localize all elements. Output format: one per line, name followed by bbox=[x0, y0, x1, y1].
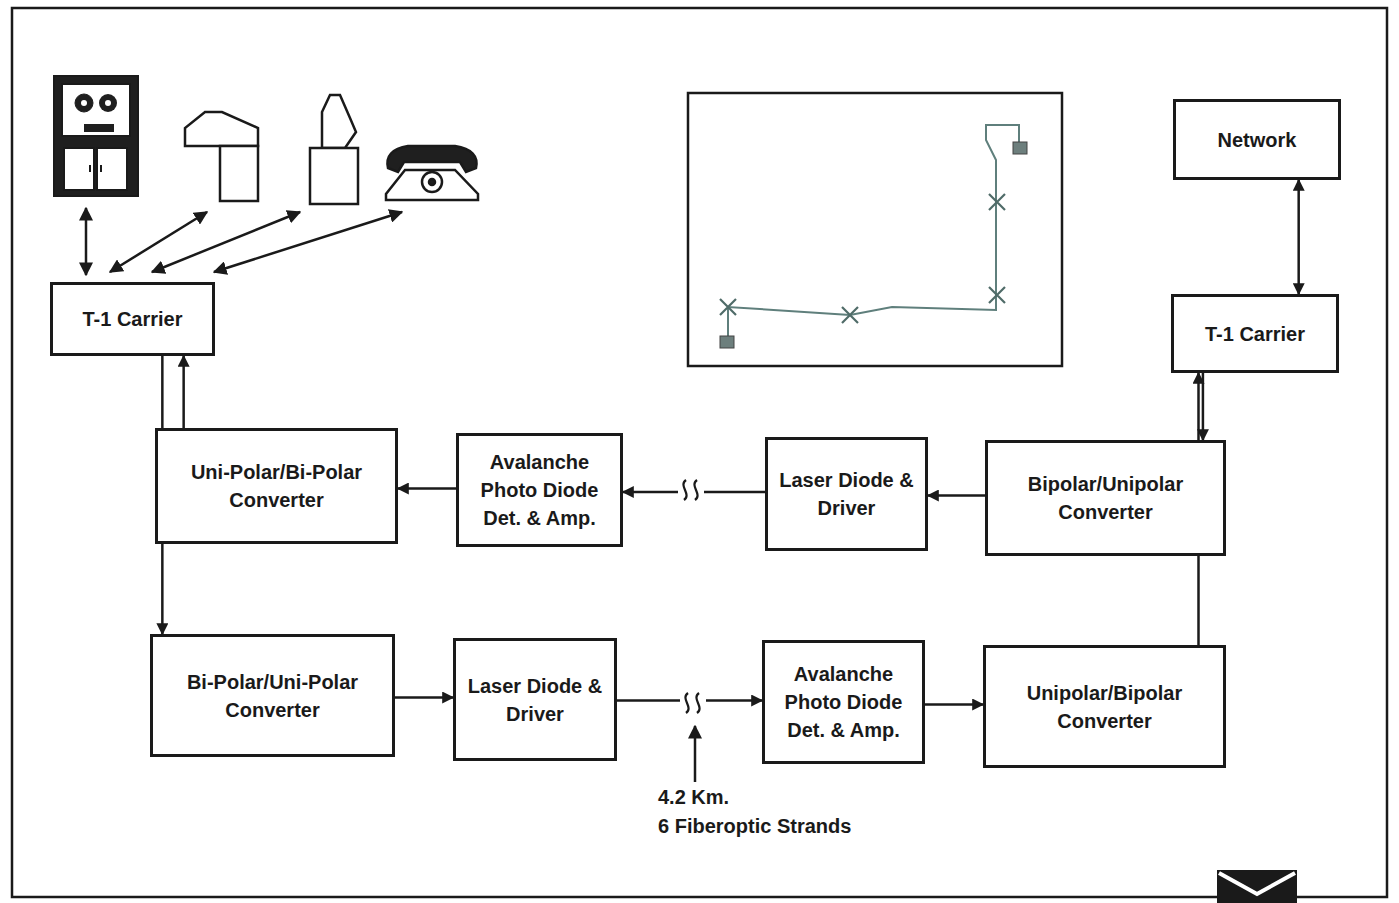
recorder-panel bbox=[62, 84, 130, 136]
box-label: Avalanche Photo Diode Det. & Amp. bbox=[467, 448, 612, 532]
box-label: Avalanche Photo Diode Det. & Amp. bbox=[773, 660, 914, 744]
tape-recorder-icon bbox=[54, 76, 138, 196]
cable-note: 4.2 Km. bbox=[656, 786, 731, 809]
reel-hub bbox=[105, 100, 111, 106]
device-link bbox=[110, 212, 207, 272]
terminal-icon bbox=[310, 95, 358, 204]
process-box: Avalanche Photo Diode Det. & Amp. bbox=[456, 433, 623, 547]
box-label: Unipolar/Bipolar Converter bbox=[994, 679, 1215, 735]
tape-reel bbox=[99, 94, 117, 112]
signal-arrow bbox=[1202, 373, 1205, 440]
terminal-icon bbox=[185, 112, 258, 201]
terminal-top bbox=[185, 112, 258, 146]
route-map bbox=[688, 93, 1062, 366]
cabinet-door bbox=[64, 148, 94, 190]
device-link bbox=[85, 208, 88, 275]
process-box: Bi-Polar/Uni-Polar Converter bbox=[150, 634, 395, 757]
terminal-screen bbox=[322, 95, 356, 148]
signal-arrow bbox=[398, 487, 456, 490]
device-link bbox=[152, 212, 300, 272]
process-box: Bipolar/Unipolar Converter bbox=[985, 440, 1226, 556]
splice-mark bbox=[720, 299, 736, 315]
page-frame bbox=[12, 8, 1387, 897]
break-gap bbox=[678, 478, 704, 502]
device-link bbox=[214, 212, 402, 272]
telephone-icon bbox=[386, 146, 478, 200]
recorder-cabinet bbox=[54, 76, 138, 196]
box-label: Uni-Polar/Bi-Polar Converter bbox=[166, 458, 387, 514]
signal-arrow bbox=[395, 696, 453, 699]
map-frame bbox=[688, 93, 1062, 366]
box-label: Bi-Polar/Uni-Polar Converter bbox=[161, 668, 384, 724]
cable-note: 6 Fiberoptic Strands bbox=[656, 815, 853, 838]
box-label: Laser Diode & Driver bbox=[464, 672, 606, 728]
signal-arrow bbox=[928, 494, 985, 497]
process-box: Uni-Polar/Bi-Polar Converter bbox=[155, 428, 398, 544]
terminal-base bbox=[220, 146, 258, 201]
logo-chevron bbox=[1219, 873, 1295, 894]
telephone-dial bbox=[422, 172, 442, 192]
cabinet-door bbox=[97, 148, 127, 190]
fiber-break bbox=[678, 478, 704, 502]
tape-reel bbox=[75, 94, 93, 112]
splice-mark bbox=[842, 307, 858, 323]
fiber-route bbox=[728, 125, 1019, 340]
terminal-base bbox=[310, 148, 358, 204]
reel-hub bbox=[81, 100, 87, 106]
process-box: T-1 Carrier bbox=[50, 282, 215, 356]
process-box: Laser Diode & Driver bbox=[765, 437, 928, 551]
signal-arrow bbox=[925, 703, 983, 706]
box-label: Bipolar/Unipolar Converter bbox=[996, 470, 1215, 526]
process-box: Avalanche Photo Diode Det. & Amp. bbox=[762, 640, 925, 764]
fiber-break bbox=[680, 691, 706, 715]
splice-marks bbox=[720, 194, 1005, 323]
process-box: Network bbox=[1173, 99, 1341, 180]
process-box: Laser Diode & Driver bbox=[453, 638, 617, 761]
break-symbol bbox=[683, 480, 697, 500]
telephone-body bbox=[386, 170, 478, 200]
recorder-label bbox=[84, 124, 114, 132]
leader-arrow bbox=[694, 726, 697, 782]
break-symbol bbox=[685, 693, 699, 713]
publisher-logo bbox=[1217, 870, 1297, 903]
box-label: Laser Diode & Driver bbox=[776, 466, 917, 522]
break-gap bbox=[680, 691, 706, 715]
terminal-site bbox=[720, 336, 734, 348]
terminal-site bbox=[1013, 142, 1027, 154]
door-handle bbox=[100, 165, 102, 172]
signal-arrow bbox=[1297, 180, 1300, 294]
box-label: T-1 Carrier bbox=[82, 305, 182, 333]
splice-mark bbox=[989, 194, 1005, 210]
telephone-handset bbox=[387, 146, 476, 172]
device-links bbox=[86, 208, 402, 275]
process-box: Unipolar/Bipolar Converter bbox=[983, 645, 1226, 768]
box-label: Network bbox=[1218, 126, 1297, 154]
dial-center bbox=[429, 179, 435, 185]
box-label: T-1 Carrier bbox=[1205, 320, 1305, 348]
splice-mark bbox=[989, 287, 1005, 303]
signal-arrow bbox=[182, 356, 185, 428]
door-handle bbox=[89, 165, 91, 172]
logo-block bbox=[1217, 870, 1297, 903]
process-box: T-1 Carrier bbox=[1171, 294, 1339, 373]
